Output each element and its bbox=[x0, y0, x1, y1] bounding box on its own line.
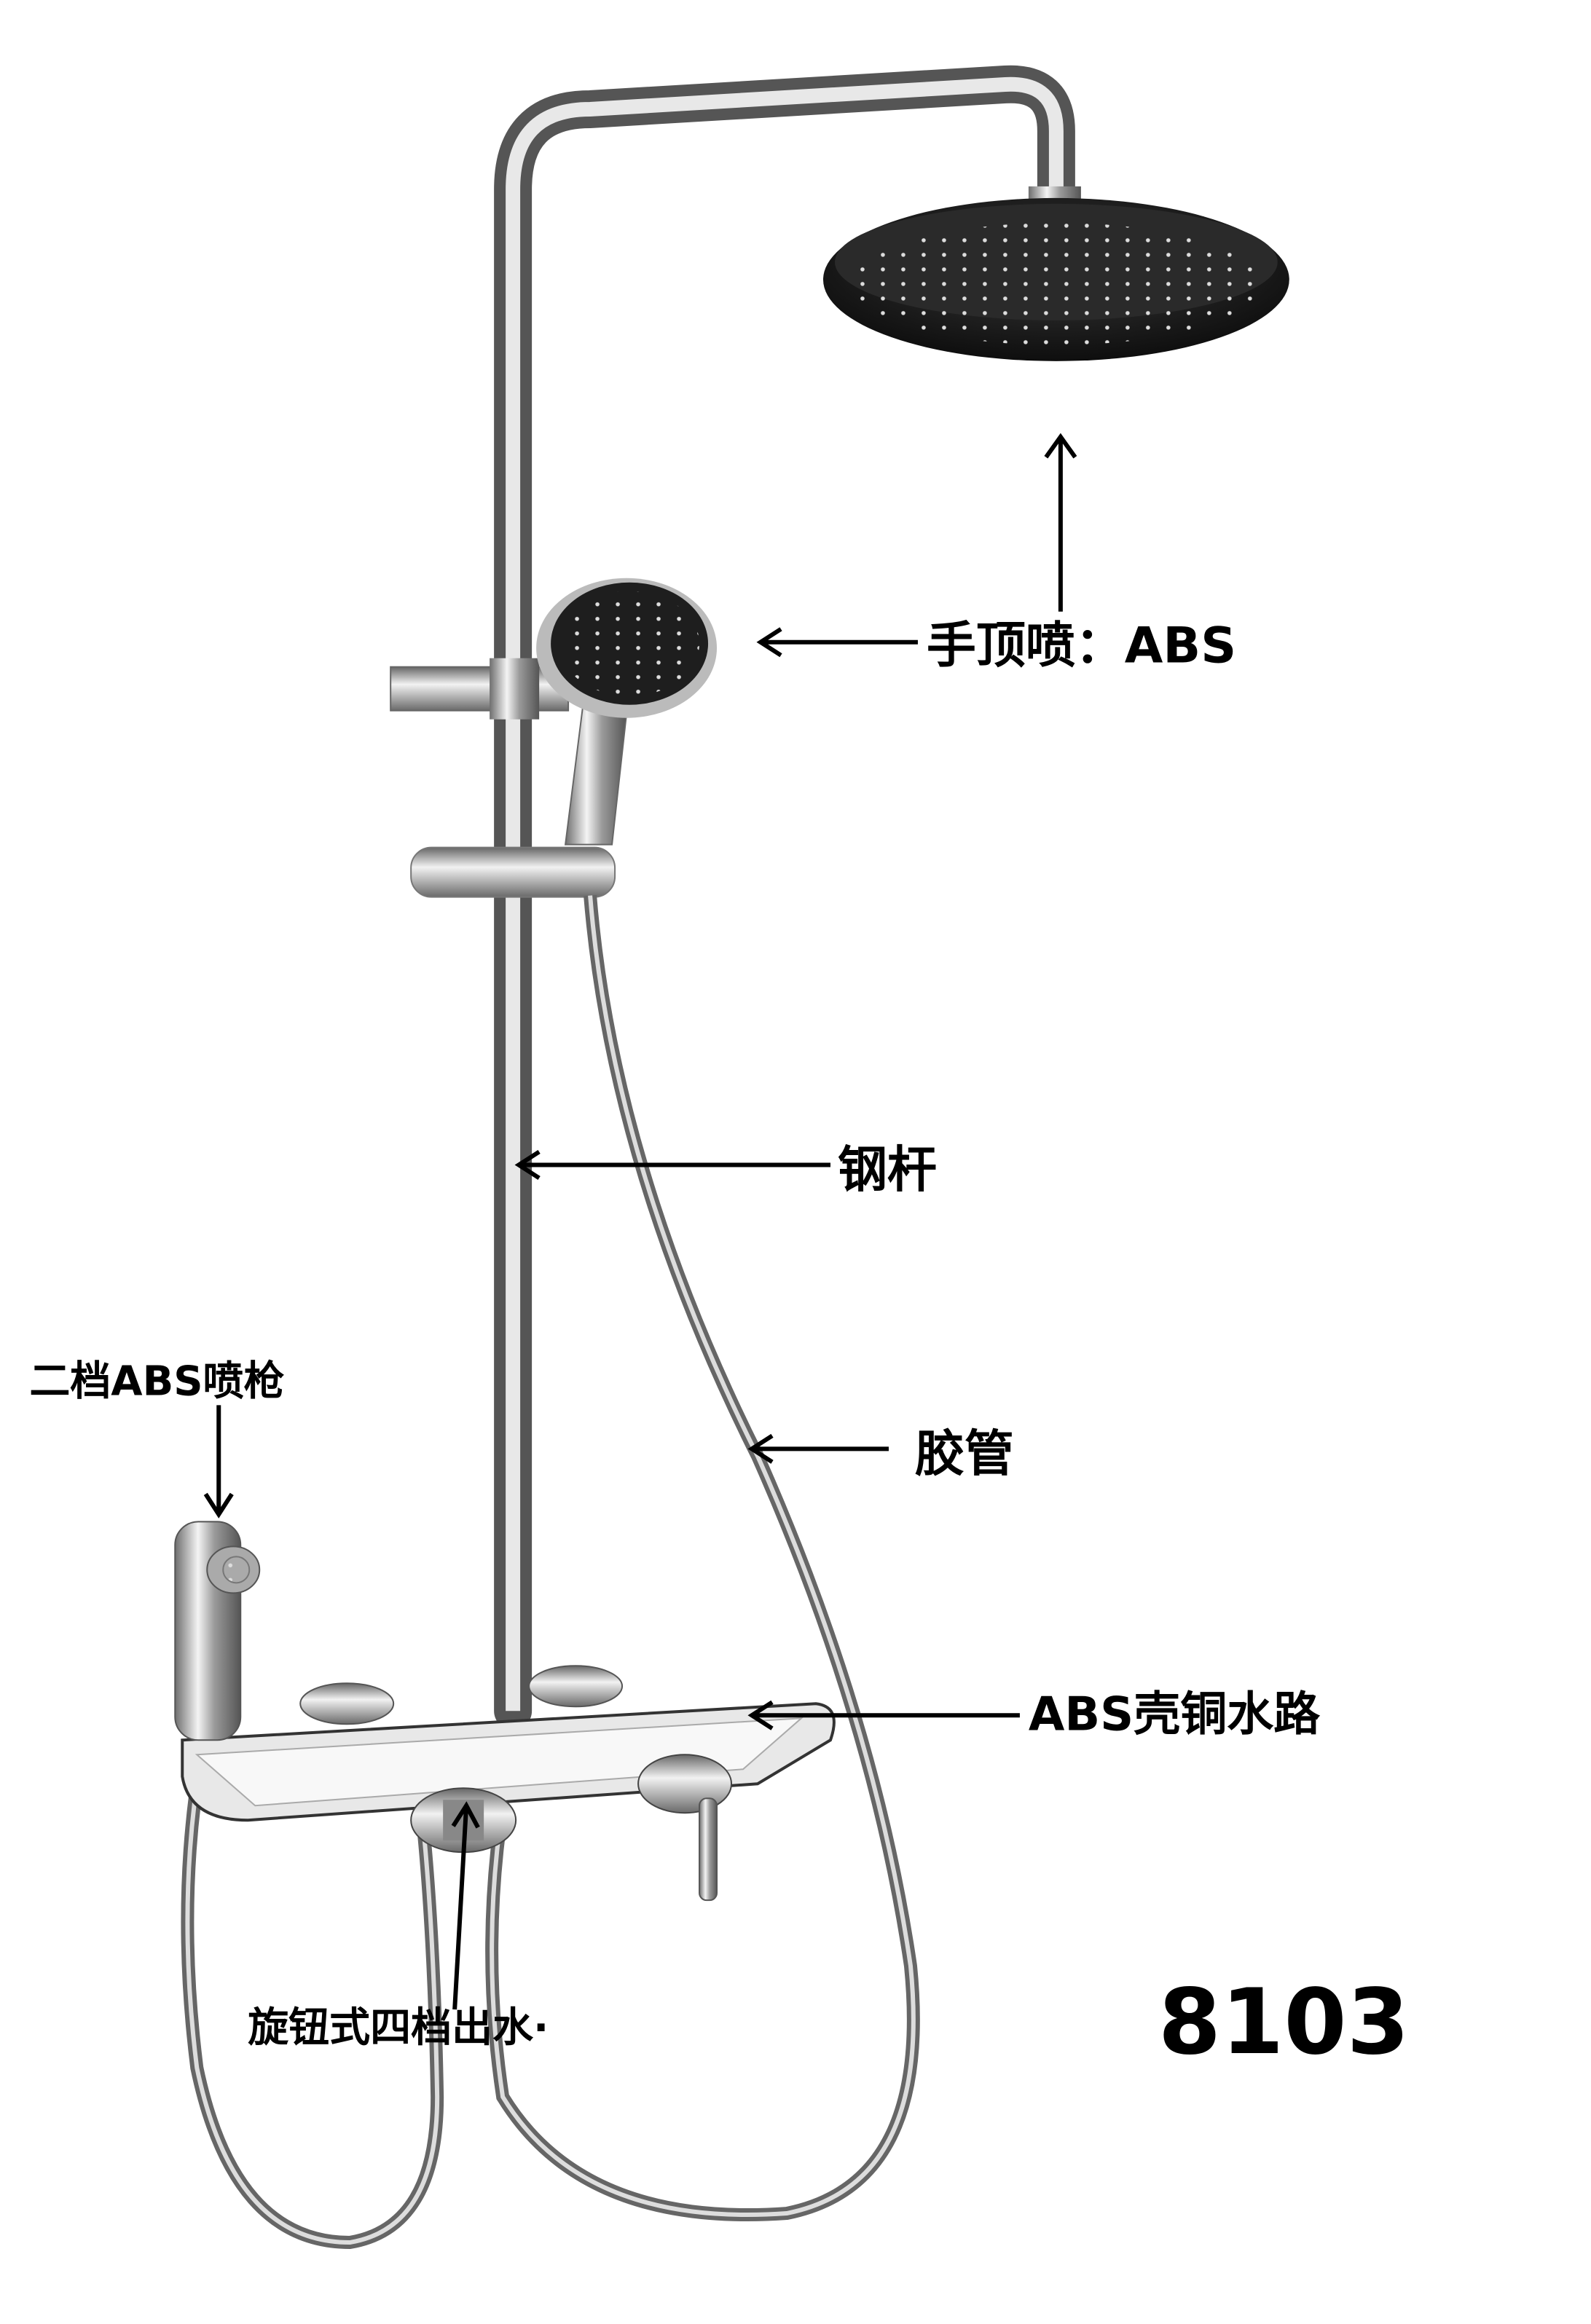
label-diverter-knob: 旋钮式四档出水· bbox=[248, 2004, 549, 2052]
hand-shower bbox=[536, 578, 718, 846]
overhead-shower-head bbox=[822, 197, 1289, 361]
mixer-lever bbox=[637, 1754, 733, 1902]
label-overhead-shower: 手顶喷：ABS bbox=[927, 618, 1236, 675]
label-steel-rod: 钢杆 bbox=[838, 1141, 937, 1199]
wall-flange-right bbox=[528, 1665, 624, 1708]
shower-hose bbox=[181, 894, 920, 2250]
label-shelf-body: ABS壳铜水路 bbox=[1029, 1687, 1321, 1741]
label-hose: 胶管 bbox=[915, 1425, 1014, 1483]
model-number: 8103 bbox=[1158, 1970, 1410, 2075]
hand-shower-holder bbox=[390, 658, 570, 720]
wall-flange-left bbox=[299, 1682, 395, 1725]
bidet-sprayer bbox=[174, 1521, 261, 1741]
label-sprayer: 二档ABS喷枪 bbox=[29, 1358, 284, 1405]
slide-bracket bbox=[410, 846, 616, 898]
shelf-mixer-body bbox=[181, 1702, 836, 1822]
steel-riser-pipe bbox=[494, 65, 1081, 1730]
annotation-arrows bbox=[203, 433, 1077, 2010]
